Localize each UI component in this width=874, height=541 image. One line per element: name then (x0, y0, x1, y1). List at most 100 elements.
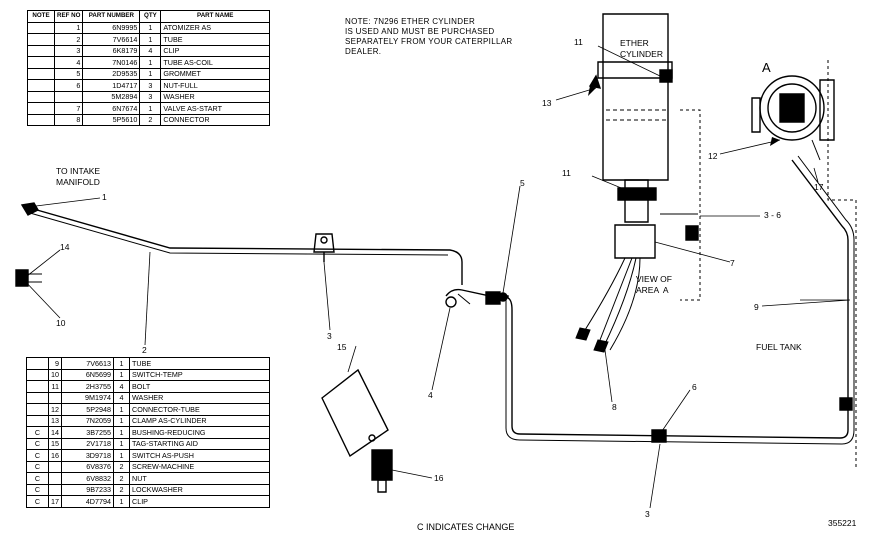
cell-part-number: 2H3755 (61, 380, 114, 393)
cell-part-name: CLAMP AS-CYLINDER (129, 414, 270, 427)
callout-12: 12 (708, 151, 718, 161)
cell-qty: 1 (139, 67, 162, 80)
cell-qty: 1 (113, 403, 130, 416)
cell-part-name: CONNECTOR-TUBE (129, 403, 270, 416)
cell-qty: 2 (113, 472, 130, 485)
cell-qty: 1 (113, 495, 130, 508)
cell-ref: 9 (48, 357, 62, 370)
cell-note (27, 21, 55, 34)
cell-note (27, 44, 55, 57)
callout-2: 2 (142, 345, 147, 355)
clip-3 (313, 233, 335, 262)
cell-part-name: SWITCH-TEMP (129, 368, 270, 381)
cell-part-number: 6K8179 (82, 44, 141, 57)
cell-part-name: WASHER (160, 90, 270, 103)
start-valve-7 (614, 179, 699, 259)
cell-ref: 2 (53, 33, 84, 46)
note-ether-cylinder: NOTE: 7N296 ETHER CYLINDER IS USED AND M… (345, 17, 513, 56)
callout-7: 7 (730, 258, 735, 268)
coil-tube-4 (445, 288, 501, 308)
cell-qty: 1 (113, 426, 130, 439)
cell-ref: 8 (53, 113, 84, 126)
cell-part-number: 6N9995 (82, 21, 141, 34)
cell-part-name: SCREW-MACHINE (129, 460, 270, 473)
cell-part-number: 2D9535 (82, 67, 141, 80)
cell-note (27, 90, 55, 103)
callout-3-bottom: 3 (645, 509, 650, 519)
cell-qty: 3 (139, 90, 162, 103)
cell-note (27, 33, 55, 46)
label-area-a: A (762, 60, 771, 75)
cell-qty: 1 (113, 437, 130, 450)
cell-qty: 2 (113, 483, 130, 496)
tube-2 (29, 207, 463, 285)
cell-part-number: 6V8376 (61, 460, 114, 473)
cell-part-number: 7V6614 (82, 33, 141, 46)
cell-ref (48, 391, 62, 404)
cell-part-name: CONNECTOR (160, 113, 270, 126)
cell-qty: 2 (139, 113, 162, 126)
cell-part-name: LOCKWASHER (129, 483, 270, 496)
cell-part-name: CLIP (160, 44, 270, 57)
callout-9: 9 (754, 302, 759, 312)
cell-ref: 11 (48, 380, 62, 393)
callout-3: 3 (327, 331, 332, 341)
callout-10: 10 (56, 318, 66, 328)
label-fuel-tank: FUEL TANK (756, 342, 802, 352)
cell-part-name: ATOMIZER AS (160, 21, 270, 34)
cell-part-number: 9M1974 (61, 391, 114, 404)
push-switch-16 (371, 449, 393, 493)
cell-part-number: 5P2948 (61, 403, 114, 416)
cell-qty: 3 (139, 79, 162, 92)
cell-note: C (26, 472, 49, 485)
cell-part-number: 5M2894 (82, 90, 141, 103)
cell-ref: 1 (53, 21, 84, 34)
cell-part-number: 7N2059 (61, 414, 114, 427)
cell-ref (48, 460, 62, 473)
cell-ref: 14 (48, 426, 62, 439)
nut-6 (651, 397, 853, 443)
cell-note (26, 414, 49, 427)
col-part-name: PART NAME (160, 10, 270, 23)
callout-13: 13 (542, 98, 552, 108)
cell-part-number: 6N7674 (82, 102, 141, 115)
cell-note: C (26, 460, 49, 473)
cell-qty: 1 (139, 56, 162, 69)
cell-part-name: TUBE (160, 33, 270, 46)
cell-ref: 13 (48, 414, 62, 427)
cell-part-name: NUT (129, 472, 270, 485)
cell-part-name: TUBE (129, 357, 270, 370)
callout-11-top: 11 (574, 37, 583, 47)
cell-ref: 12 (48, 403, 62, 416)
col-ref: REF NO (53, 10, 84, 23)
ether-cylinder (588, 13, 673, 181)
cell-ref: 15 (48, 437, 62, 450)
cell-part-name: SWITCH AS-PUSH (129, 449, 270, 462)
drawing-number: 355221 (828, 518, 857, 528)
cell-part-number: 6V8832 (61, 472, 114, 485)
callout-4: 4 (428, 390, 433, 400)
label-change-indicator: C INDICATES CHANGE (417, 522, 515, 532)
cell-note (26, 391, 49, 404)
cell-note: C (26, 449, 49, 462)
cell-ref: 16 (48, 449, 62, 462)
cell-qty: 2 (113, 460, 130, 473)
col-qty: QTY (139, 10, 162, 23)
cell-qty: 1 (113, 449, 130, 462)
cell-ref: 4 (53, 56, 84, 69)
cell-ref (48, 483, 62, 496)
